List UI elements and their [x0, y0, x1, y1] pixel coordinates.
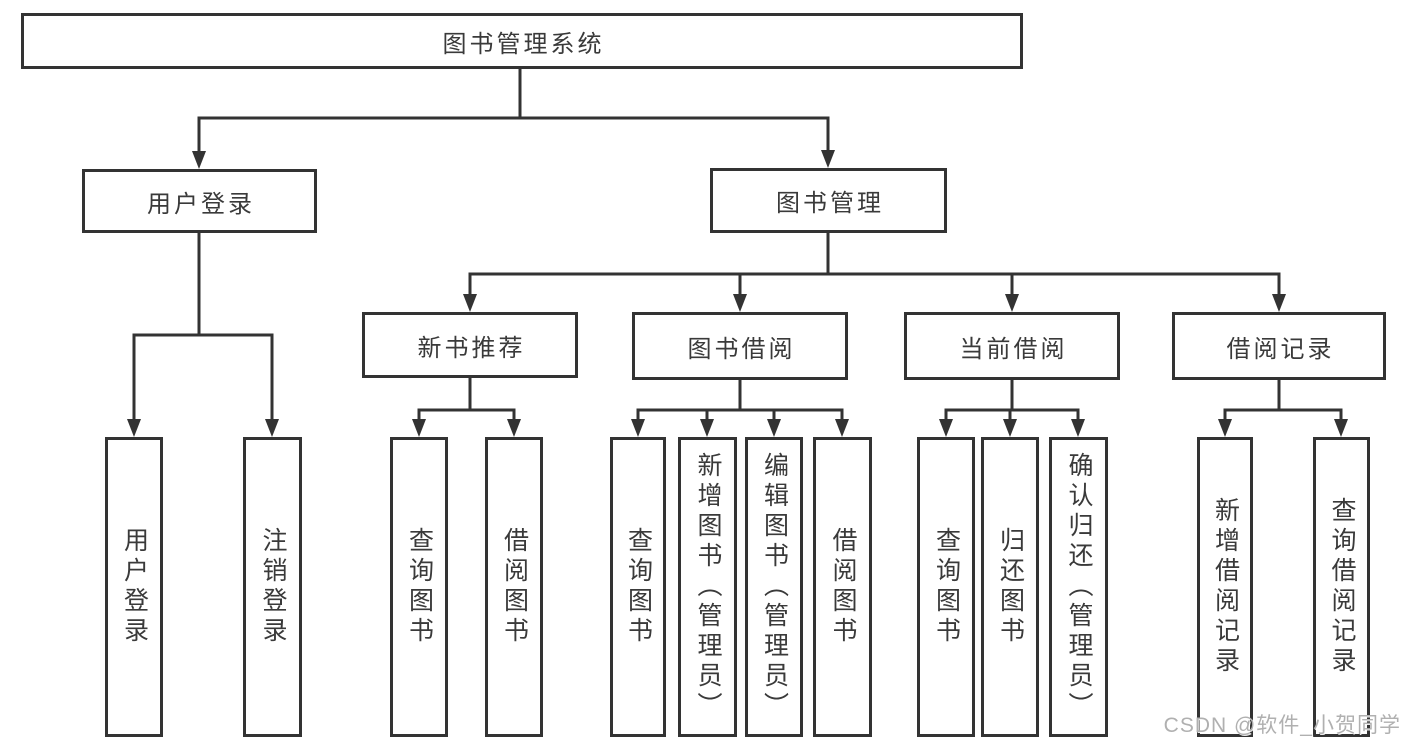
leaf-confirm-return-admin: 确认归还（管理员） [1049, 437, 1108, 737]
leaf-label: 新增借阅记录 [1211, 497, 1240, 677]
node-label: 当前借阅 [959, 335, 1068, 363]
node-book-borrow: 图书借阅 [632, 312, 848, 380]
leaf-logout: 注销登录 [243, 437, 302, 737]
node-label: 借阅记录 [1226, 335, 1335, 363]
leaf-return-books: 归还图书 [981, 437, 1039, 737]
leaf-label: 新增图书（管理员） [694, 452, 722, 722]
node-label: 图书管理 [776, 190, 884, 217]
leaf-add-borrow-record: 新增借阅记录 [1197, 437, 1253, 737]
leaf-query-books: 查询图书 [917, 437, 975, 737]
node-user-login: 用户登录 [82, 169, 317, 233]
node-borrow-records: 借阅记录 [1172, 312, 1386, 380]
leaf-label: 用户登录 [120, 527, 149, 647]
leaf-add-book-admin: 新增图书（管理员） [678, 437, 737, 737]
node-book-management: 图书管理 [710, 168, 947, 233]
leaf-label: 归还图书 [996, 527, 1025, 647]
leaf-label: 查询图书 [405, 527, 434, 647]
leaf-borrow-books: 借阅图书 [813, 437, 872, 737]
leaf-query-borrow-record: 查询借阅记录 [1313, 437, 1370, 737]
node-library-management-system: 图书管理系统 [21, 13, 1023, 69]
node-label: 用户登录 [147, 190, 255, 218]
node-current-borrow: 当前借阅 [904, 312, 1120, 380]
leaf-query-books: 查询图书 [390, 437, 448, 737]
leaf-label: 查询借阅记录 [1328, 497, 1356, 677]
node-label: 图书管理系统 [442, 30, 605, 58]
leaf-user-login: 用户登录 [105, 437, 163, 737]
leaf-label: 借阅图书 [829, 527, 857, 647]
leaf-label: 编辑图书（管理员） [760, 452, 789, 722]
leaf-label: 注销登录 [259, 527, 287, 647]
leaf-label: 确认归还（管理员） [1065, 452, 1093, 722]
node-new-book-recommend: 新书推荐 [362, 312, 578, 378]
leaf-label: 查询图书 [932, 527, 961, 647]
node-label: 新书推荐 [417, 334, 526, 362]
leaf-edit-book-admin: 编辑图书（管理员） [745, 437, 803, 737]
node-label: 图书借阅 [687, 335, 796, 363]
csdn-watermark: CSDN @软件_小贺同学 [1163, 714, 1401, 737]
leaf-label: 查询图书 [624, 527, 653, 647]
leaf-query-books: 查询图书 [610, 437, 666, 737]
leaf-borrow-books: 借阅图书 [485, 437, 543, 737]
leaf-label: 借阅图书 [500, 527, 529, 647]
